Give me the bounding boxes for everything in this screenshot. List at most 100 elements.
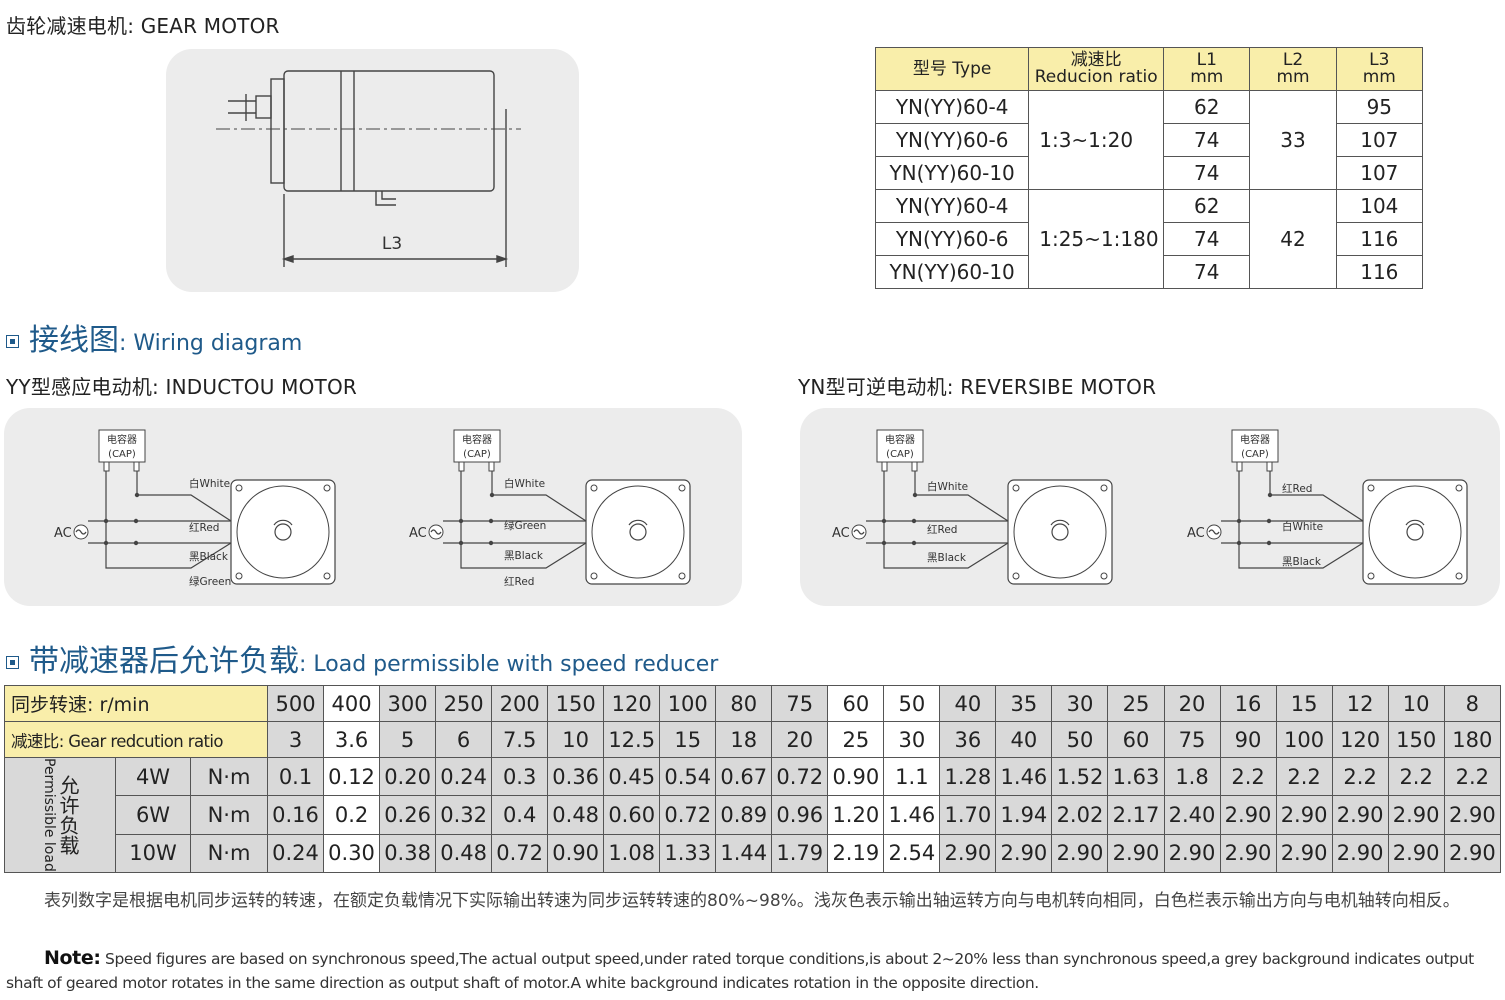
load-value-cell: 2.54 bbox=[883, 833, 941, 873]
type-cell: YN(YY)60-10 bbox=[874, 255, 1030, 289]
wire-label-green: 绿Green bbox=[504, 519, 546, 532]
capacitor-label-cn: 电容器 bbox=[1240, 433, 1270, 446]
load-value-cell: 2.90 bbox=[939, 833, 997, 873]
load-value-cell: 0.36 bbox=[547, 756, 605, 797]
wiring-title-en: : Wiring diagram bbox=[119, 331, 303, 356]
speed-cell: 60 bbox=[827, 685, 885, 722]
load-value-cell: 0.12 bbox=[323, 756, 381, 797]
load-value-cell: 1.46 bbox=[883, 795, 941, 835]
l3-header: L3 mm bbox=[1335, 47, 1424, 91]
speed-cell: 75 bbox=[771, 685, 829, 722]
type-cell: YN(YY)60-6 bbox=[874, 123, 1030, 157]
load-value-cell: 1.33 bbox=[659, 833, 717, 873]
capacitor-label-en: (CAP) bbox=[886, 449, 914, 460]
wire-label-black: 黑Black bbox=[189, 551, 229, 563]
spec-row: YN(YY)60-10 74 107 bbox=[874, 156, 1424, 190]
load-value-cell: 0.90 bbox=[547, 833, 605, 873]
wire-label-red: 红Red bbox=[1282, 482, 1312, 495]
capacitor-label-cn: 电容器 bbox=[462, 433, 492, 446]
gear-motor-drawing-panel: L3 bbox=[166, 49, 579, 292]
l3-cell: 116 bbox=[1335, 255, 1424, 289]
wiring-section-title: 接线图: Wiring diagram bbox=[6, 315, 302, 359]
load-value-cell: 2.90 bbox=[1219, 833, 1277, 873]
section-bullet-icon bbox=[6, 335, 19, 348]
ratio-cell: 100 bbox=[1275, 721, 1333, 758]
l3-header-label: L3 bbox=[1369, 50, 1390, 70]
load-value-cell: 0.38 bbox=[379, 833, 437, 873]
ratio-cell: 150 bbox=[1387, 721, 1445, 758]
inductou-motor-title: YY型感应电动机: INDUCTOU MOTOR bbox=[6, 375, 358, 399]
load-value-cell: 2.90 bbox=[1051, 833, 1109, 873]
l1-header-label: L1 bbox=[1196, 50, 1217, 70]
speed-label-cell: 同步转速: r/min bbox=[4, 685, 268, 722]
unit-cell: N·m bbox=[190, 756, 268, 797]
l2-header-label: L2 bbox=[1282, 50, 1304, 70]
ratio-cell: 30 bbox=[883, 721, 941, 758]
ratio-cell: 120 bbox=[1331, 721, 1389, 758]
load-value-cell: 2.17 bbox=[1107, 795, 1165, 835]
load-value-cell: 0.72 bbox=[771, 756, 829, 797]
l2-header-unit: mm bbox=[1276, 67, 1310, 87]
load-value-cell: 0.48 bbox=[435, 833, 493, 873]
note-chinese: 表列数字是根据电机同步运转的转速，在额定负载情况下实际输出转速为同步运转转速的8… bbox=[44, 891, 1460, 911]
ratio-cell: 20 bbox=[771, 721, 829, 758]
rotation-icon bbox=[1406, 523, 1424, 541]
capacitor-icon bbox=[876, 429, 924, 463]
capacitor-label-en: (CAP) bbox=[1241, 449, 1269, 460]
speed-cell: 30 bbox=[1051, 685, 1109, 722]
capacitor-label-cn: 电容器 bbox=[107, 433, 137, 446]
speed-cell: 150 bbox=[547, 685, 605, 722]
ratio-cell: 12.5 bbox=[603, 721, 661, 758]
wire bbox=[443, 471, 586, 522]
load-value-cell: 1.44 bbox=[715, 833, 773, 873]
spec-row: YN(YY)60-4 1:3~1:20 62 33 95 bbox=[874, 90, 1424, 190]
load-value-cell: 2.19 bbox=[827, 833, 885, 873]
load-value-cell: 2.2 bbox=[1387, 756, 1445, 797]
l3-cell: 107 bbox=[1335, 123, 1424, 157]
unit-cell: N·m bbox=[190, 795, 268, 835]
load-value-cell: 1.79 bbox=[771, 833, 829, 873]
wire-label-red: 红Red bbox=[504, 575, 534, 588]
ratio-cell: 36 bbox=[939, 721, 997, 758]
load-value-cell: 2.2 bbox=[1443, 756, 1502, 797]
spec-row: YN(YY)60-6 74 116 bbox=[874, 222, 1424, 256]
wire bbox=[914, 471, 1009, 522]
ac-label: AC bbox=[832, 526, 850, 541]
wire-label-red: 红Red bbox=[189, 521, 219, 534]
load-value-cell: 0.2 bbox=[323, 795, 381, 835]
type-cell: YN(YY)60-4 bbox=[874, 90, 1030, 124]
wire-label-white: 白White bbox=[189, 477, 230, 490]
ratio-cell: 75 bbox=[1163, 721, 1221, 758]
load-value-cell: 1.20 bbox=[827, 795, 885, 835]
speed-cell: 250 bbox=[435, 685, 493, 722]
speed-cell: 10 bbox=[1387, 685, 1445, 722]
wire bbox=[1221, 471, 1363, 522]
unit-cell: N·m bbox=[190, 833, 268, 873]
gear-motor-drawing: L3 bbox=[216, 70, 521, 267]
l3-cell: 116 bbox=[1335, 222, 1424, 256]
l1-cell: 62 bbox=[1163, 90, 1251, 124]
ac-label: AC bbox=[409, 526, 427, 541]
load-value-cell: 2.2 bbox=[1219, 756, 1277, 797]
capacitor-icon bbox=[1231, 429, 1279, 463]
load-value-cell: 0.1 bbox=[266, 756, 325, 797]
wire-label-green: 绿Green bbox=[189, 575, 231, 588]
load-value-cell: 2.90 bbox=[1275, 795, 1333, 835]
ratio-label-cell: 减速比: Gear redcution ratio bbox=[4, 721, 268, 758]
load-title-cn: 带减速器后允许负载 bbox=[29, 644, 299, 679]
load-value-cell: 1.8 bbox=[1163, 756, 1221, 797]
wire-label-black: 黑Black bbox=[504, 550, 544, 562]
speed-cell: 400 bbox=[323, 685, 381, 722]
l2-cell: 42 bbox=[1249, 189, 1337, 289]
load-value-cell: 0.24 bbox=[435, 756, 493, 797]
ratio-header-en: Reducion ratio bbox=[1034, 67, 1158, 87]
wire-label-red: 红Red bbox=[927, 523, 957, 536]
wire bbox=[88, 471, 231, 522]
load-value-cell: 2.90 bbox=[1275, 833, 1333, 873]
load-value-cell: 0.90 bbox=[827, 756, 885, 797]
load-value-cell: 0.48 bbox=[547, 795, 605, 835]
ratio-cell: 90 bbox=[1219, 721, 1277, 758]
